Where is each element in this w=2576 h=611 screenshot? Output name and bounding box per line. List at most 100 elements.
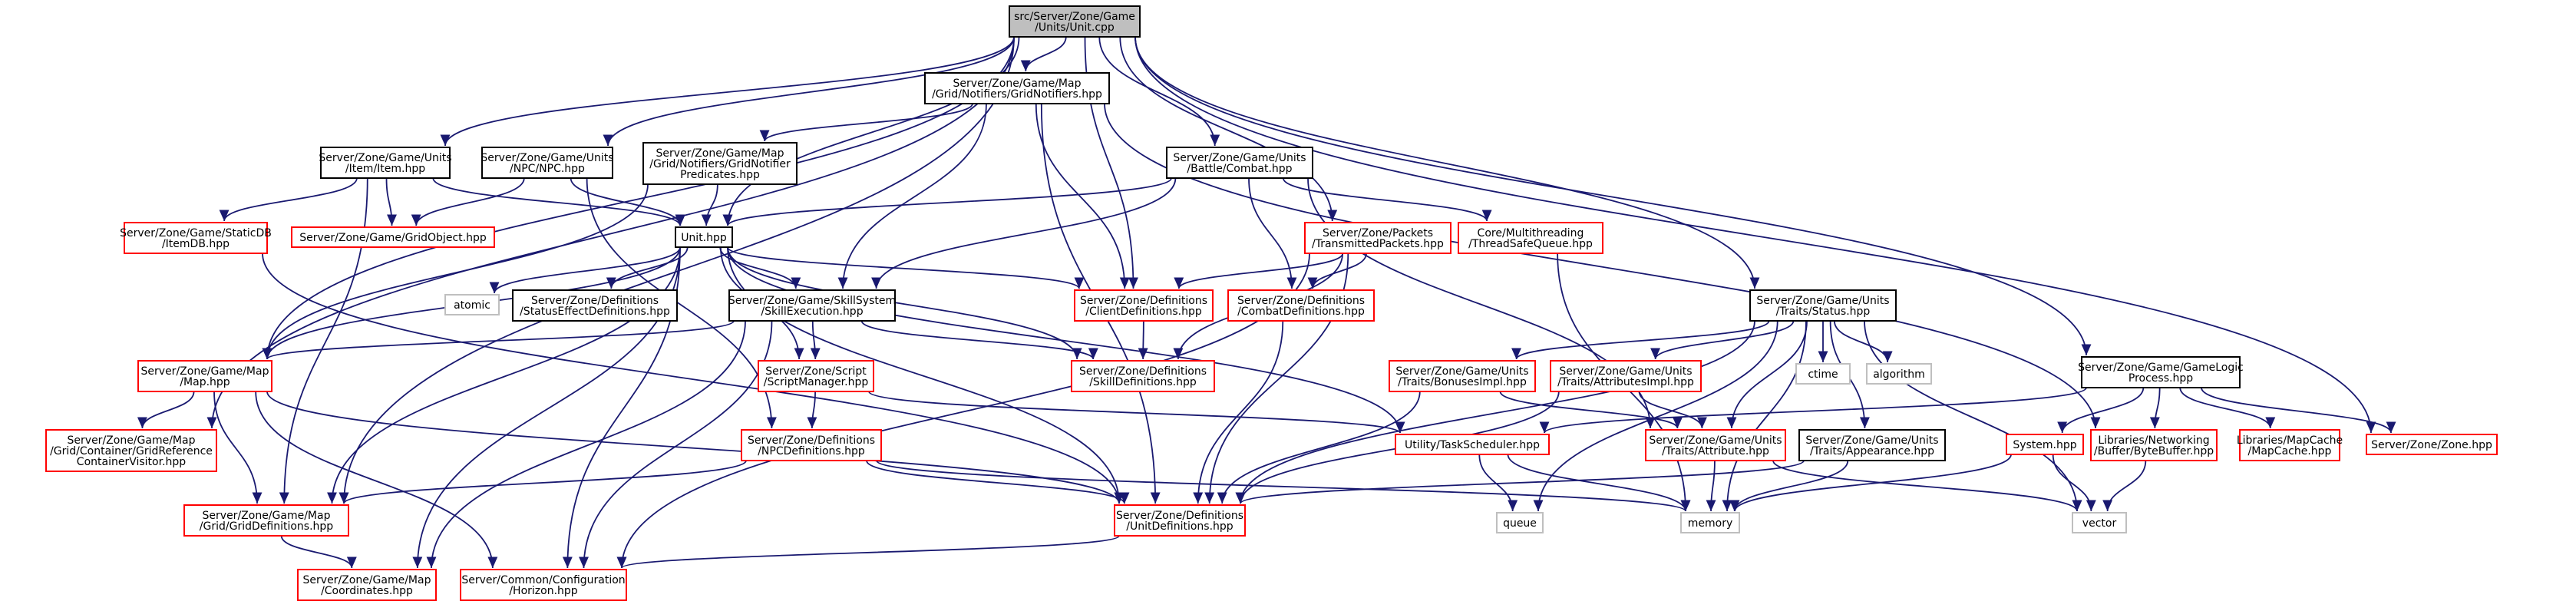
edge-gamelogic-to-mapcache	[2179, 387, 2276, 429]
edge-gamelogic-to-bytebuffer	[2149, 387, 2161, 429]
node-label: Predicates.hpp	[680, 169, 760, 181]
edge-combat-to-combatdefs	[1248, 177, 1297, 289]
node-label: /Traits/BonusesImpl.hpp	[1398, 376, 1527, 388]
node-item[interactable]: Server/Zone/Game/Units/Item/Item.hpp	[319, 147, 452, 179]
edge-root-to-combat	[1098, 36, 1220, 147]
node-scriptmgr[interactable]: Server/Zone/Script/ScriptManager.hpp	[758, 360, 874, 392]
edge-gridnotifiers-to-gridnotifierpred	[759, 103, 973, 142]
node-label: /Grid/Notifiers/GridNotifier	[649, 158, 791, 170]
node-skillexec[interactable]: Server/Zone/Game/SkillSystem/SkillExecut…	[728, 289, 896, 322]
node-label: ctime	[1808, 368, 1838, 381]
node-box	[1304, 222, 1451, 254]
node-box	[1114, 504, 1246, 537]
node-unitdefs[interactable]: Server/Zone/Definitions/UnitDefinitions.…	[1114, 504, 1246, 537]
node-label: /SkillExecution.hpp	[761, 306, 863, 318]
edge-root-to-zone	[1134, 36, 2376, 434]
edge-appearance-to-memory	[1729, 460, 1849, 512]
node-box	[1795, 363, 1851, 385]
edge-status-to-attribute	[1726, 320, 1808, 429]
node-horizon[interactable]: Server/Common/Configuration/Horizon.hpp	[460, 569, 627, 601]
node-label: /ScriptManager.hpp	[764, 376, 869, 388]
edge-npc-to-gridobject	[411, 177, 525, 226]
node-mapcache[interactable]: Libraries/MapCache/MapCache.hpp	[2237, 429, 2343, 461]
node-attribute[interactable]: Server/Zone/Game/Units/Traits/Attribute.…	[1645, 429, 1786, 461]
node-box	[297, 569, 437, 601]
node-coordinates[interactable]: Server/Zone/Game/Map/Coordinates.hpp	[297, 569, 437, 601]
node-box	[2239, 429, 2340, 461]
node-gridref[interactable]: Server/Zone/Game/Map/Grid/Container/Grid…	[45, 429, 217, 472]
node-label: Server/Zone/Game/Map	[953, 78, 1082, 90]
edge-item-to-gridobject	[385, 177, 397, 226]
node-skilldefs[interactable]: Server/Zone/Definitions/SkillDefinitions…	[1071, 360, 1215, 392]
node-appearance[interactable]: Server/Zone/Game/Units/Traits/Appearance…	[1798, 429, 1946, 461]
node-box	[124, 222, 268, 254]
node-status[interactable]: Server/Zone/Game/Units/Traits/Status.hpp	[1749, 289, 1897, 322]
node-label: algorithm	[1873, 368, 1925, 381]
edge-root-to-gridref	[206, 36, 1015, 429]
node-map[interactable]: Server/Zone/Game/Map/Map.hpp	[137, 360, 272, 392]
edge-root-to-item	[440, 36, 1015, 147]
node-griddefs[interactable]: Server/Zone/Game/Map/Grid/GridDefinition…	[183, 504, 349, 537]
node-label: /Item/Item.hpp	[345, 163, 425, 175]
node-root[interactable]: src/Server/Zone/Game/Units/Unit.cpp	[1009, 5, 1141, 38]
node-bytebuffer[interactable]: Libraries/Networking/Buffer/ByteBuffer.h…	[2090, 429, 2218, 461]
node-queue[interactable]: queue	[1496, 512, 1544, 533]
node-statuseffect[interactable]: Server/Zone/Definitions/StatusEffectDefi…	[512, 289, 678, 322]
node-npc[interactable]: Server/Zone/Game/Units/NPC/NPC.hpp	[481, 147, 614, 179]
node-box	[1645, 429, 1786, 461]
node-box	[444, 294, 500, 315]
node-vector[interactable]: vector	[2072, 512, 2127, 533]
edge-scriptmgr-to-taskscheduler	[868, 391, 1405, 434]
node-box	[1227, 289, 1375, 322]
node-label: /Map.hpp	[180, 376, 230, 388]
edge-root-to-status	[1134, 36, 1760, 289]
node-label: Server/Zone/Definitions	[1079, 365, 1207, 378]
node-taskscheduler[interactable]: Utility/TaskScheduler.hpp	[1395, 434, 1550, 455]
node-zone[interactable]: Server/Zone/Zone.hpp	[2366, 434, 2498, 455]
node-ctime[interactable]: ctime	[1795, 363, 1851, 385]
node-label: /Grid/Container/GridReference	[50, 445, 213, 457]
node-attributesimpl[interactable]: Server/Zone/Game/Units/Traits/Attributes…	[1550, 360, 1702, 392]
edges-layer	[137, 36, 2396, 569]
node-gridnotifiers[interactable]: Server/Zone/Game/Map/Grid/Notifiers/Grid…	[924, 72, 1110, 104]
node-box	[2366, 434, 2498, 455]
node-box	[1680, 512, 1740, 533]
edge-combat-to-threadsafe	[1282, 177, 1492, 222]
node-atomic[interactable]: atomic	[444, 294, 500, 315]
node-combat[interactable]: Server/Zone/Game/Units/Battle/Combat.hpp	[1166, 147, 1313, 179]
node-transmitted[interactable]: Server/Zone/Packets/TransmittedPackets.h…	[1304, 222, 1451, 254]
node-label: Server/Zone/Definitions	[1116, 510, 1243, 522]
edge-system-to-vector	[2052, 454, 2096, 512]
edge-map-to-unitdefs	[266, 391, 1125, 504]
node-memory[interactable]: memory	[1680, 512, 1740, 533]
node-label: /StatusEffectDefinitions.hpp	[520, 306, 670, 318]
node-itemdb[interactable]: Server/Zone/Game/StaticDB/ItemDB.hpp	[120, 222, 272, 254]
node-gridnotifierpred[interactable]: Server/Zone/Game/Map/Grid/Notifiers/Grid…	[642, 142, 798, 185]
node-npcdefs[interactable]: Server/Zone/Definitions/NPCDefinitions.h…	[741, 429, 882, 461]
node-box	[1389, 360, 1536, 392]
node-system[interactable]: System.hpp	[2006, 434, 2084, 455]
node-threadsafe[interactable]: Core/Multithreading/ThreadSafeQueue.hpp	[1458, 222, 1603, 254]
node-box	[1866, 363, 1932, 385]
edge-status-to-memory	[1722, 320, 1807, 512]
node-clientdefs[interactable]: Server/Zone/Definitions/ClientDefinition…	[1074, 289, 1214, 322]
node-box	[1458, 222, 1603, 254]
node-box	[1550, 360, 1702, 392]
node-label: Server/Zone/Game/Map	[68, 434, 196, 447]
node-algorithm[interactable]: algorithm	[1866, 363, 1932, 385]
node-gridobject[interactable]: Server/Zone/Game/GridObject.hpp	[291, 226, 495, 248]
node-label: Server/Zone/Definitions	[1080, 295, 1207, 307]
edge-root-to-gamelogic	[1134, 36, 2092, 356]
node-combatdefs[interactable]: Server/Zone/Definitions/CombatDefinition…	[1227, 289, 1375, 322]
edge-root-to-transmitted	[1119, 36, 1338, 222]
edge-griddefs-to-coordinates	[280, 535, 357, 569]
node-label: /CombatDefinitions.hpp	[1237, 306, 1365, 318]
edge-attribute-to-memory	[1706, 460, 1716, 512]
node-bonusesimpl[interactable]: Server/Zone/Game/Units/Traits/BonusesImp…	[1389, 360, 1536, 392]
node-unit[interactable]: Unit.hpp	[675, 226, 733, 248]
node-label: Server/Zone/Definitions	[748, 434, 875, 447]
node-box	[1071, 360, 1215, 392]
node-box	[2072, 512, 2127, 533]
